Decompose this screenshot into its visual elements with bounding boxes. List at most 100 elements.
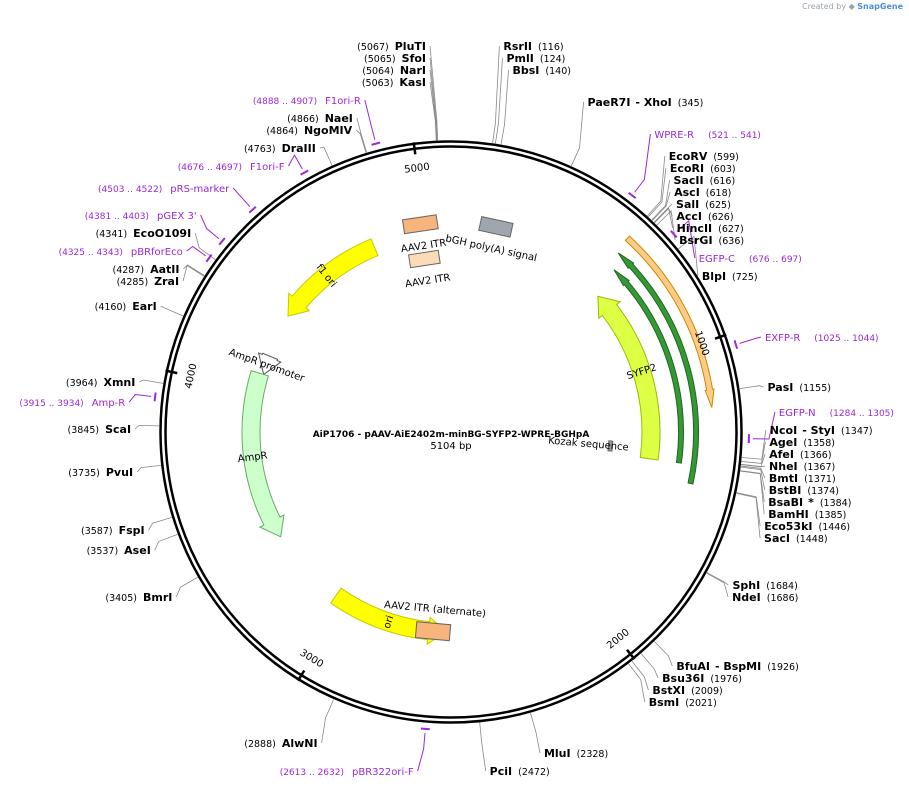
enzyme-site-eari[interactable]: (4160)EarI [95, 300, 157, 313]
primer-f1ori-r[interactable]: (4888 .. 4907)F1ori-R [253, 96, 361, 107]
enzyme-site-scai[interactable]: (3845)ScaI [68, 423, 132, 436]
enzyme-site-bstbi[interactable]: BstBI(1374) [769, 484, 839, 497]
enzyme-site-blpi[interactable]: BlpI(725) [702, 270, 758, 283]
enzyme-position-pasi: (1155) [799, 383, 831, 394]
enzyme-site-naei[interactable]: (4866)NaeI [287, 112, 353, 125]
enzyme-site-saci[interactable]: SacI(1448) [764, 532, 828, 545]
primer-range-pgex-3: (4381 .. 4403) [85, 212, 149, 222]
enzyme-site-asci[interactable]: AscI(618) [674, 186, 731, 199]
enzyme-site-pmli[interactable]: PmlI(124) [506, 52, 565, 65]
enzyme-site-sfoi[interactable]: (5065)SfoI [364, 52, 426, 65]
primer-egfp-c[interactable]: EGFP-C(676 .. 697) [699, 254, 802, 265]
enzyme-site-ncoi[interactable]: NcoI- StyI(1347) [770, 424, 873, 437]
feature-kozak[interactable] [607, 440, 614, 452]
leader-line-bmti [740, 465, 766, 479]
enzyme-site-ecorv[interactable]: EcoRV(599) [669, 150, 739, 163]
enzyme-site-bsu36i[interactable]: Bsu36I(1976) [662, 672, 742, 685]
enzyme-site-rsrii[interactable]: RsrII(116) [503, 40, 563, 53]
primer-prs-marker[interactable]: (4503 .. 4522)pRS-marker [98, 184, 230, 195]
enzyme-site-ecoo109i[interactable]: (4341)EcoO109I [96, 227, 192, 240]
enzyme-site-acci[interactable]: AccI(626) [676, 210, 733, 223]
feature-ampr[interactable] [241, 370, 285, 538]
enzyme-site-bstxi[interactable]: BstXI(2009) [652, 684, 722, 697]
feature-aav2-itr-2[interactable] [408, 249, 441, 269]
feature-green-track-2[interactable] [617, 252, 699, 485]
enzyme-position-mlui: (2328) [577, 749, 609, 760]
enzyme-site-ndei[interactable]: NdeI(1686) [732, 591, 798, 604]
enzyme-site-afei[interactable]: AfeI(1366) [769, 448, 831, 461]
enzyme-site-ngomiv[interactable]: (4864)NgoMIV [266, 124, 352, 137]
primer-name-wpre-r: WPRE-R [654, 130, 694, 141]
enzyme-position-sali: (625) [705, 200, 731, 211]
primer-pbrforeco[interactable]: (4325 .. 4343)pBRforEco [59, 247, 183, 258]
primer-amp-r[interactable]: (3915 .. 3934)Amp-R [19, 398, 125, 409]
enzyme-position-ecori: (603) [710, 164, 736, 175]
feature-egfp-track[interactable] [613, 269, 684, 464]
snapgene-logo-icon: ◆ [848, 2, 855, 11]
enzyme-site-xmni[interactable]: (3964)XmnI [66, 376, 135, 389]
primer-range-prs-marker: (4503 .. 4522) [98, 185, 162, 195]
enzyme-site-bfuai[interactable]: BfuAI- BspMI(1926) [676, 660, 798, 673]
enzyme-site-pasi[interactable]: PasI(1155) [768, 381, 831, 394]
enzyme-site-bsrgi[interactable]: BsrGI(636) [679, 234, 744, 247]
primer-name-f1ori-r: F1ori-R [325, 96, 361, 107]
leader-line-naei [356, 117, 368, 153]
enzyme-site-aatii[interactable]: (4287)AatII [113, 263, 180, 276]
primer-pbr322ori-f[interactable]: (2613 .. 2632)pBR322ori-F [280, 767, 414, 778]
enzyme-extra-ncoi: - StyI [802, 424, 835, 437]
primer-wpre-r[interactable]: WPRE-R(521 .. 541) [654, 130, 761, 141]
enzyme-site-asei[interactable]: (3537)AseI [87, 544, 151, 557]
enzyme-site-bsabi[interactable]: BsaBI*(1384) [768, 496, 851, 509]
enzyme-site-bmti[interactable]: BmtI(1371) [769, 472, 836, 485]
primer-leader-egfp-n [752, 411, 776, 440]
enzyme-site-agei[interactable]: AgeI(1358) [769, 436, 835, 449]
feature-aav2-itr-1[interactable] [401, 214, 439, 235]
enzyme-site-sphi[interactable]: SphI(1684) [732, 579, 797, 592]
primer-pgex-3[interactable]: (4381 .. 4403)pGEX 3' [85, 211, 197, 222]
enzyme-site-nhei[interactable]: NheI(1367) [769, 460, 835, 473]
primer-range-f1ori-f: (4676 .. 4697) [178, 163, 242, 173]
feature-aav2-itr-alt[interactable] [414, 621, 452, 642]
primer-name-egfp-c: EGFP-C [699, 254, 735, 265]
enzyme-site-pvui[interactable]: (3735)PvuI [68, 466, 133, 479]
enzyme-site-sacii[interactable]: SacII(616) [674, 174, 736, 187]
enzyme-site-alwni[interactable]: (2888)AlwNI [244, 737, 317, 750]
enzyme-site-paer7i[interactable]: PaeR7I- XhoI(345) [588, 96, 704, 109]
enzyme-site-bbsi[interactable]: BbsI(140) [513, 64, 571, 77]
enzyme-site-bamhi[interactable]: BamHI(1385) [768, 508, 846, 521]
tick-label-2000: 2000 [605, 627, 632, 652]
enzyme-site-bsmi[interactable]: BsmI(2021) [649, 696, 717, 709]
leader-line-aatii [183, 264, 205, 276]
features [153, 141, 750, 731]
primer-exfp-r[interactable]: EXFP-R(1025 .. 1044) [765, 333, 879, 344]
feature-wpre[interactable] [624, 235, 715, 408]
enzyme-site-bmri[interactable]: (3405)BmrI [105, 591, 172, 604]
enzyme-site-fspi[interactable]: (3587)FspI [81, 524, 145, 537]
enzyme-site-pluti[interactable]: (5067)PluTI [357, 40, 426, 53]
primer-range-pbrforeco: (4325 .. 4343) [59, 248, 123, 258]
enzyme-site-kasi[interactable]: (5063)KasI [362, 76, 426, 89]
enzyme-site-zrai[interactable]: (4285)ZraI [117, 275, 180, 288]
leader-line-draiii [319, 146, 333, 166]
enzyme-position-xmni: (3964) [66, 378, 98, 389]
enzyme-site-sali[interactable]: SalI(625) [676, 198, 731, 211]
feature-syfp2[interactable] [597, 295, 661, 461]
enzyme-name-bstbi: BstBI [769, 484, 802, 497]
primer-egfp-n[interactable]: EGFP-N(1284 .. 1305) [779, 408, 894, 419]
enzyme-site-mlui[interactable]: MluI(2328) [544, 747, 608, 760]
enzyme-site-nari[interactable]: (5064)NarI [362, 64, 426, 77]
enzyme-name-saci: SacI [764, 532, 790, 545]
feature-bgh-polya[interactable] [478, 216, 514, 238]
leader-line-bfuai [654, 641, 673, 667]
enzyme-position-scai: (3845) [68, 425, 100, 436]
enzyme-site-draiii[interactable]: (4763)DraIII [244, 142, 316, 155]
feature-f1-ori[interactable] [287, 238, 379, 317]
enzyme-site-ecori[interactable]: EcoRI(603) [670, 162, 736, 175]
enzyme-name-aatii: AatII [150, 263, 179, 276]
feature-ampr-promoter[interactable] [257, 352, 282, 376]
enzyme-site-hincii[interactable]: HincII(627) [677, 222, 744, 235]
enzyme-site-pcii[interactable]: PciI(2472) [490, 765, 550, 778]
enzyme-site-eco53ki[interactable]: Eco53kI(1446) [764, 520, 850, 533]
primer-f1ori-f[interactable]: (4676 .. 4697)F1ori-F [178, 162, 285, 173]
